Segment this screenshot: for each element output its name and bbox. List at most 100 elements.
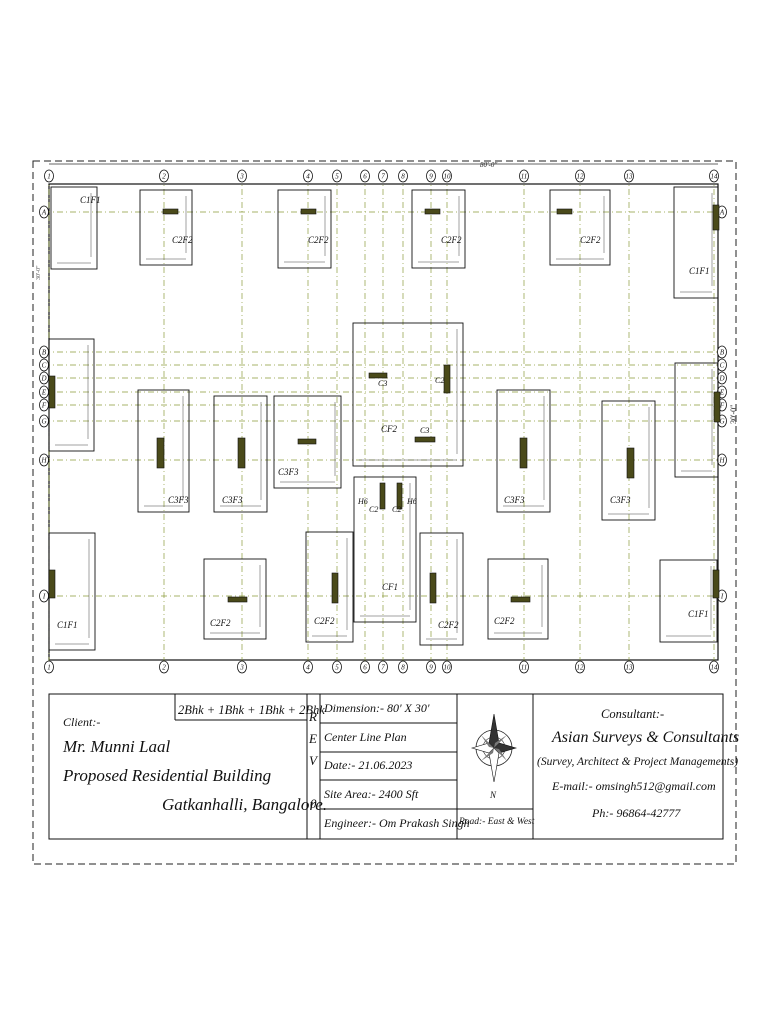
footing-label: C2F2 [438,620,459,630]
column-22 [510,596,531,603]
footing-outline [137,389,190,513]
grid-bubble-right-B-label: B [720,349,725,357]
grid-bubble-right-C: C [717,358,727,372]
grid-bubble-right-G-label: G [719,418,724,426]
grid-bubble-bottom-5-circle [332,660,342,674]
grid-bubble-bottom-8: 8 [398,660,408,674]
footing-label: C1F1 [689,266,710,276]
grid-bubble-left-G-label: G [41,418,46,426]
grid-bubble-right-I-label: I [720,593,724,601]
grid-bubble-bottom-7-label: 7 [381,664,385,672]
grid-bubble-bottom-14-circle [709,660,719,674]
grid-bubble-bottom-7: 7 [378,660,388,674]
grid-bubble-left-H-circle [39,453,49,467]
grid-bubble-top-2-label: 2 [162,173,166,181]
grid-bubble-bottom-4-label: 4 [306,664,310,672]
grid-bubble-left-C-label: C [42,362,47,370]
grid-bubble-left-I: I [39,589,49,603]
grid-bubble-left-E-circle [39,385,49,399]
footing-c2f2-20: C2F2 [487,558,549,640]
grid-bubble-top-3-label: 3 [239,173,244,181]
grid-bubble-right-F-label: F [719,402,725,410]
column-23 [712,569,720,599]
grid-bubble-left-I-label: I [42,593,46,601]
grid-bubble-left-D-label: D [40,375,46,383]
footing-label: C3F3 [610,495,631,505]
footing-label: C2F2 [308,235,329,245]
footing-label: C3F3 [222,495,243,505]
footing-label: CF1 [382,582,398,592]
grid-bubble-bottom-10-label: 10 [444,664,452,672]
grid-bubble-right-D-label: D [718,375,724,383]
grid-bubble-bottom-10-circle [442,660,452,674]
grid-bubble-top-3-circle [237,169,247,183]
grid-bubble-left-C: C [39,358,49,372]
grid-bubble-bottom-3-circle [237,660,247,674]
footing-label: C1F1 [688,609,709,619]
grid-bubble-right-D-circle [717,371,727,385]
footing-label: C3F3 [168,495,189,505]
footing-c3f3-10: C3F3 [273,395,342,489]
column-tag-c3b: C3 [420,426,429,435]
grid-bubble-bottom-4: 4 [303,660,313,674]
center-grid-lines [44,176,722,668]
column-7 [156,437,165,469]
overall-width-dim: 80'-0" [480,161,497,169]
column-16 [379,482,386,510]
grid-bubble-top-1-label: 1 [47,173,51,181]
footing-outline [48,532,96,651]
grid-bubble-left-A-circle [39,205,49,219]
grid-bubble-top-11: 11 [519,169,529,183]
footing-label: C2F2 [210,618,231,628]
footing-c3f3-9: C3F3 [213,395,268,513]
grid-bubble-bottom-5: 5 [332,660,342,674]
grid-bubble-right-H: H [717,453,727,467]
footing-label: C2F2 [494,616,515,626]
footing-label: C1F1 [80,195,101,205]
grid-bubble-top-14: 14 [709,169,719,183]
footing-outline [50,186,98,270]
grid-bubble-bottom-1: 1 [44,660,54,674]
footing-c2f2-19: C2F2 [419,532,464,646]
grid-bubble-bottom-3: 3 [237,660,247,674]
grid-bubble-top-11-circle [519,169,529,183]
grid-bubble-right-B-circle [717,345,727,359]
grid-bubble-right-A-label: A [719,209,725,217]
grid-bubble-top-13: 13 [624,169,634,183]
grid-bubble-top-9-circle [426,169,436,183]
grid-bubble-left-F-circle [39,398,49,412]
column-3 [424,208,441,215]
footing-outline [659,559,718,643]
grid-bubble-top-6: 6 [360,169,370,183]
footing-outline [273,395,342,489]
grid-bubble-top-12-label: 12 [577,173,585,181]
column-12 [414,436,436,443]
column-tag-c2b: C2 [369,505,378,514]
grid-bubble-bottom-13: 13 [624,660,634,674]
column-tag-c3a: C3 [378,379,387,388]
grid-bubble-right-B: B [717,345,727,359]
grid-bubble-top-1: 1 [44,169,54,183]
footing-outline [549,189,611,266]
column-9 [297,438,317,445]
grid-bubble-top-7: 7 [378,169,388,183]
footing-outline [601,400,656,521]
grid-bubble-top-10: 10 [442,169,452,183]
grid-bubble-bottom-11: 11 [519,660,529,674]
column-19 [227,596,248,603]
footing-outline [48,338,95,452]
grid-bubble-bottom-14: 14 [709,660,719,674]
footing-outline [352,322,464,467]
grid-bubble-bottom-12: 12 [575,660,585,674]
grid-bubble-left-H-label: H [40,457,47,465]
column-20 [331,572,339,604]
grid-bubble-right-H-label: H [718,457,725,465]
grid-bubble-top-6-circle [360,169,370,183]
footing-c2f2-5: C2F2 [549,189,611,266]
grid-bubble-left-E: E [39,385,49,399]
grid-bubble-bottom-12-label: 12 [577,664,585,672]
grid-bubble-top-7-label: 7 [381,173,385,181]
grid-bubble-left-F: F [39,398,49,412]
